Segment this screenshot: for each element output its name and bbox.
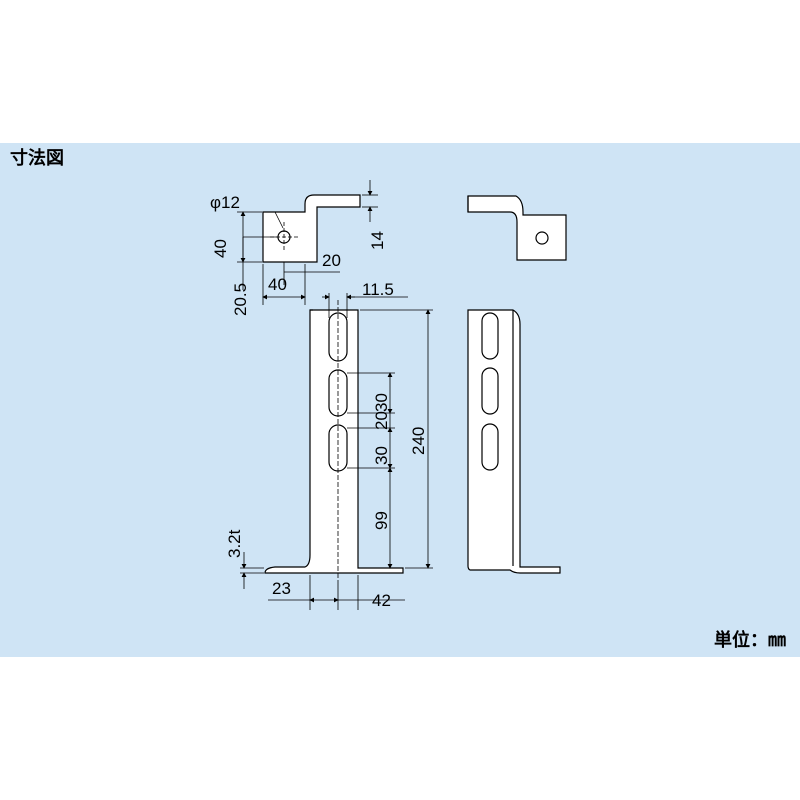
front-view-right (467, 309, 561, 574)
front-view-dimensions (240, 293, 433, 610)
dim-slot-length-2: 30 (372, 446, 391, 465)
top-view-left (262, 194, 361, 263)
dim-top-width: 40 (268, 275, 287, 294)
dim-slot-offset: 11.5 (362, 280, 394, 299)
dim-foot-width: 23 (272, 579, 291, 598)
dim-slot-length-1: 30 (372, 393, 391, 412)
dim-base-width: 42 (372, 591, 391, 610)
dim-total-height: 240 (409, 427, 428, 455)
dim-slot-gap: 20 (372, 411, 391, 430)
top-view-right (467, 195, 567, 261)
slot-3d-2 (481, 367, 499, 415)
front-view-left (264, 309, 404, 574)
dim-thickness: 3.2t (225, 529, 244, 558)
slot-3d-3 (481, 423, 499, 471)
dim-offset: 20 (322, 251, 341, 270)
dim-hole-diameter: φ12 (210, 193, 240, 212)
unit-label: 単位：㎜ (714, 630, 786, 650)
dim-edge: 20.5 (231, 283, 250, 316)
mount-hole-3d-icon (535, 231, 549, 245)
slot-3d-1 (481, 312, 499, 360)
top-view-dimensions (237, 180, 378, 305)
dim-flange-height: 14 (368, 231, 387, 250)
drawing-title: 寸法図 (10, 148, 64, 168)
dim-bottom-distance: 99 (372, 511, 391, 530)
dim-top-height: 40 (211, 239, 230, 258)
